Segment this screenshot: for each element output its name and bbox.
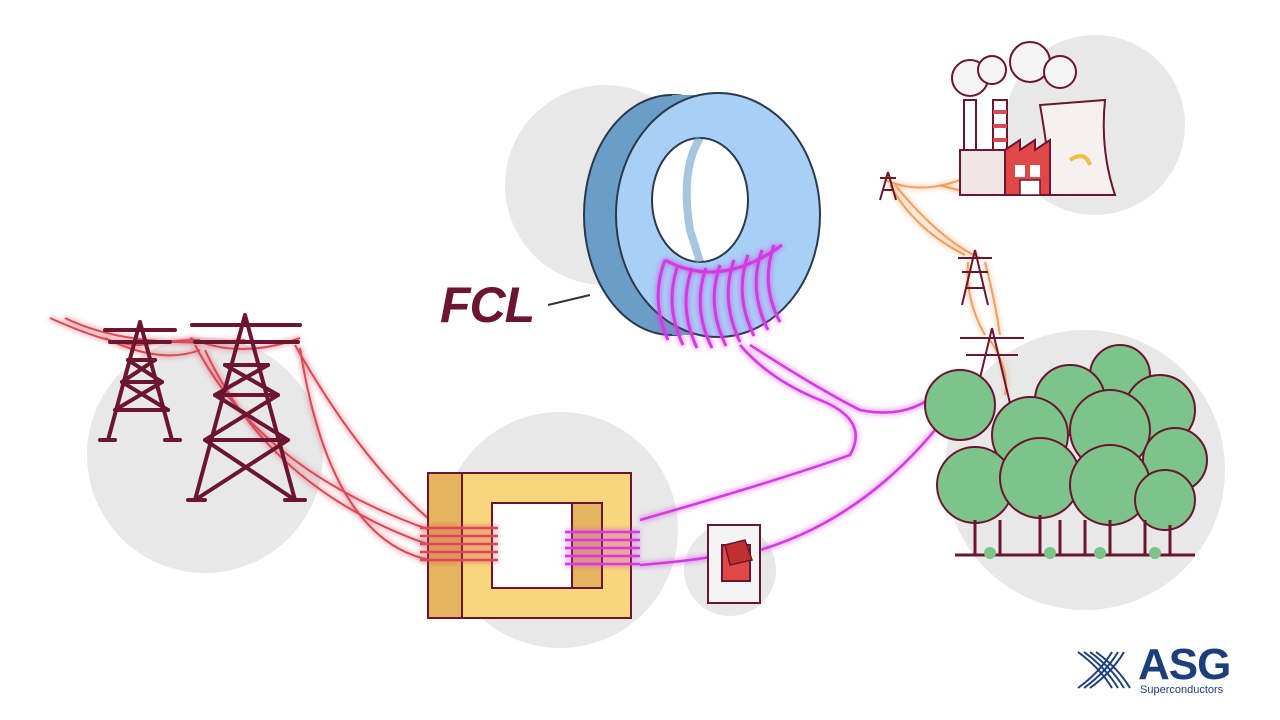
fcl-leader-line [547, 294, 591, 306]
logo-name: ASG [1138, 640, 1231, 689]
logo-tagline: Superconductors [1140, 684, 1224, 696]
plant-power-lines [884, 179, 1007, 396]
plant-tower-icons [879, 171, 1024, 421]
limiter-wires [639, 343, 941, 567]
forest-icon [924, 344, 1208, 559]
transformer-icon [420, 472, 640, 619]
power-plant-icon [951, 41, 1117, 196]
switch-icon [707, 524, 761, 604]
fcl-label: FCL [440, 277, 535, 333]
transmission-tower-icon [98, 313, 307, 502]
fault-current-limiter-ring-icon [583, 92, 821, 349]
asg-logo-mark-icon [1077, 651, 1131, 689]
